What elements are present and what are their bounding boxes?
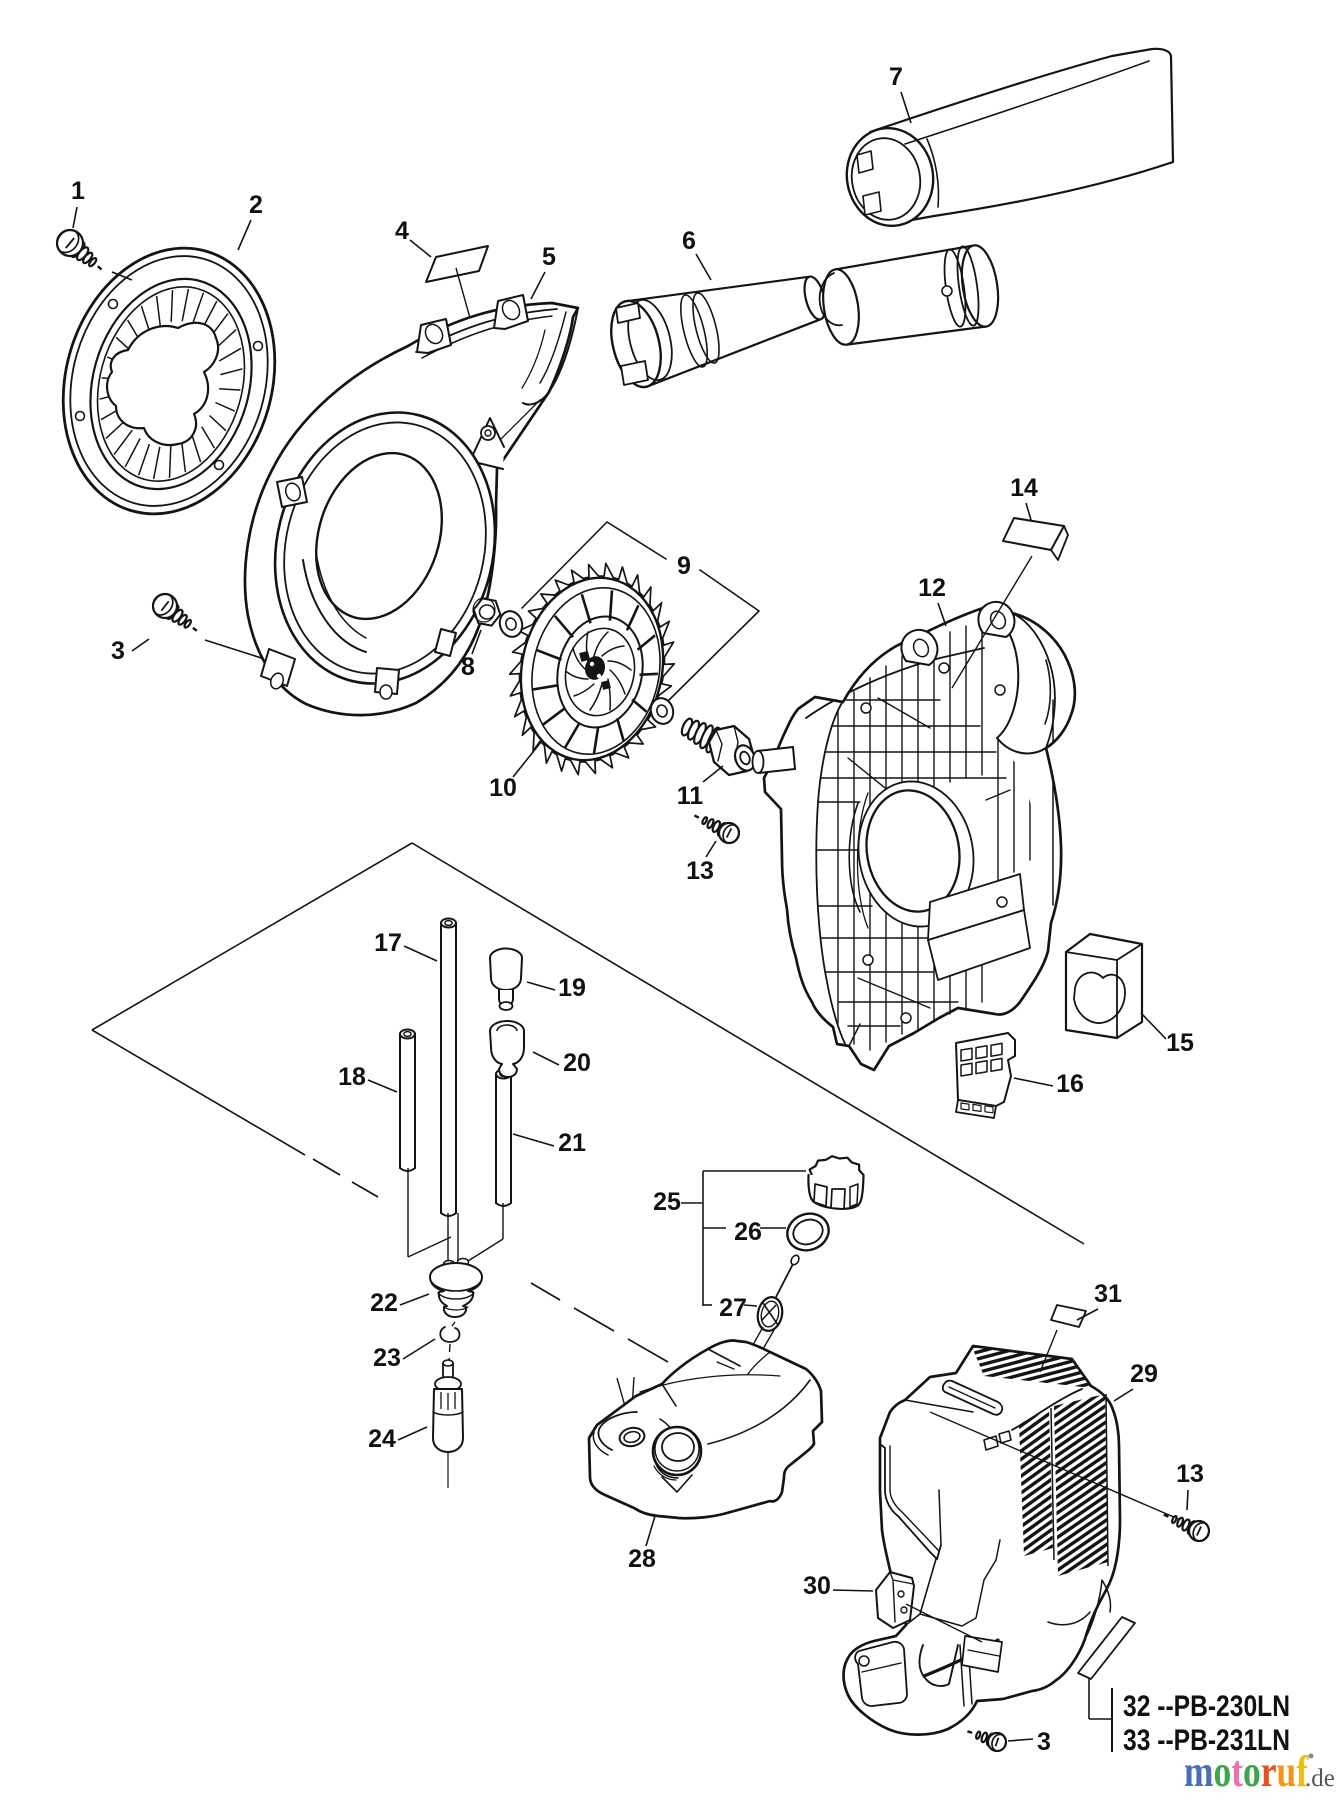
svg-text:17: 17: [374, 929, 402, 957]
svg-text:4: 4: [395, 217, 409, 245]
svg-text:14: 14: [1010, 474, 1038, 502]
svg-text:20: 20: [563, 1049, 591, 1077]
svg-text:18: 18: [338, 1063, 366, 1091]
svg-text:13: 13: [1176, 1460, 1204, 1488]
svg-text:3: 3: [111, 637, 125, 665]
svg-text:.de: .de: [1305, 1765, 1335, 1792]
svg-text:11: 11: [677, 782, 704, 810]
svg-text:29: 29: [1130, 1360, 1158, 1388]
svg-text:10: 10: [489, 774, 517, 802]
svg-text:27: 27: [719, 1294, 747, 1322]
svg-text:30: 30: [803, 1572, 831, 1600]
svg-text:2: 2: [249, 191, 263, 219]
svg-text:5: 5: [542, 243, 556, 271]
svg-text:12: 12: [918, 574, 946, 602]
svg-text:7: 7: [889, 63, 903, 91]
svg-text:33 --PB-231LN: 33 --PB-231LN: [1123, 1724, 1290, 1757]
svg-text:22: 22: [370, 1289, 398, 1317]
svg-text:19: 19: [558, 974, 586, 1002]
svg-text:31: 31: [1094, 1280, 1122, 1308]
svg-text:8: 8: [461, 653, 475, 681]
svg-text:23: 23: [373, 1344, 401, 1372]
svg-text:26: 26: [734, 1218, 762, 1246]
svg-text:15: 15: [1166, 1029, 1194, 1057]
svg-text:24: 24: [368, 1425, 396, 1453]
svg-text:motoruf: motoruf: [1184, 1747, 1309, 1796]
svg-text:21: 21: [558, 1129, 586, 1157]
svg-text:32 --PB-230LN: 32 --PB-230LN: [1123, 1690, 1290, 1723]
svg-text:13: 13: [686, 857, 714, 885]
svg-text:3: 3: [1037, 1728, 1051, 1756]
svg-text:1: 1: [71, 177, 85, 205]
svg-text:28: 28: [628, 1545, 656, 1573]
svg-text:16: 16: [1056, 1070, 1084, 1098]
svg-text:6: 6: [682, 227, 696, 255]
svg-text:25: 25: [653, 1188, 681, 1216]
svg-text:9: 9: [677, 552, 691, 580]
